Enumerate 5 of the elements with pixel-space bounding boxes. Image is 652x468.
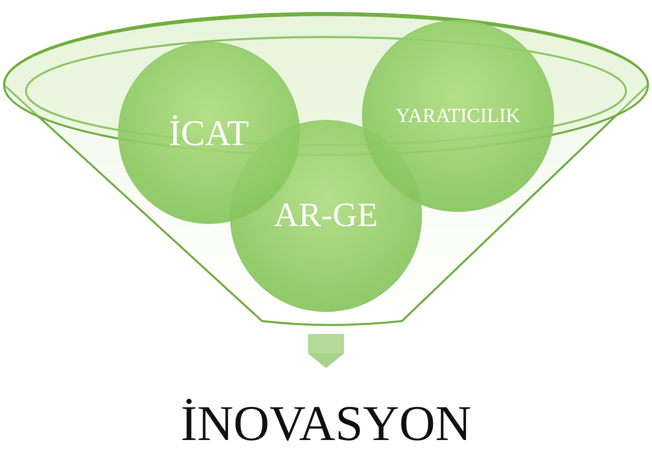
arrow [308, 334, 344, 368]
circle-label: YARATICILIK [396, 104, 520, 128]
circle-label: İCAT [169, 112, 249, 154]
circle-label: AR-GE [274, 197, 378, 235]
result-text: İNOVASYON [180, 394, 472, 453]
